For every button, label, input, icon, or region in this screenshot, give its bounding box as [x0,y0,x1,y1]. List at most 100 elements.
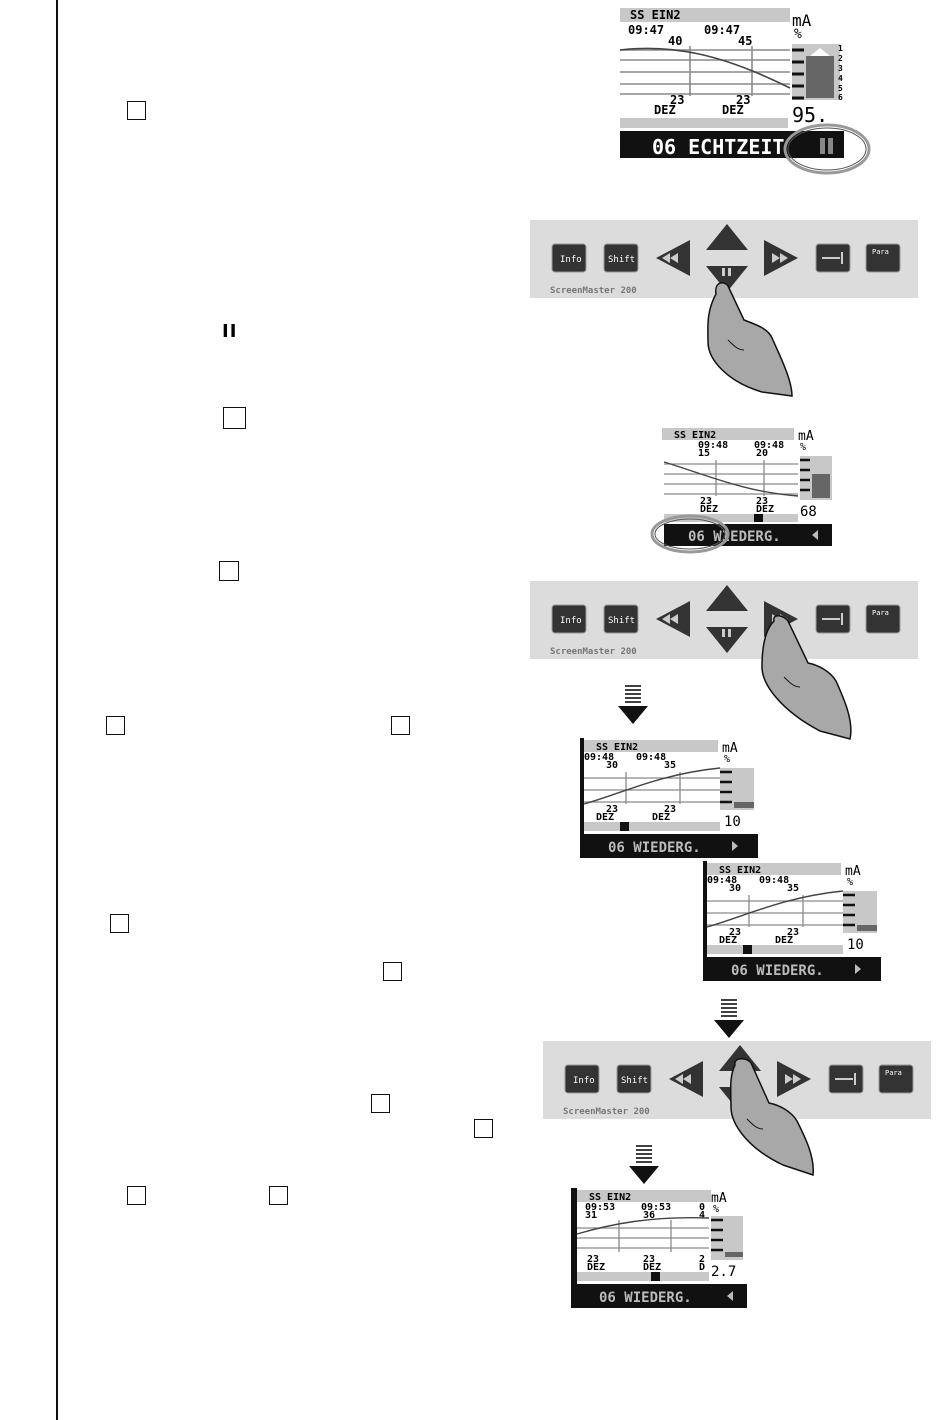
time-2: 09:47 [704,23,740,37]
svg-text:SS EIN2: SS EIN2 [674,430,716,441]
info-button[interactable] [551,243,587,273]
svg-text:Info: Info [560,255,582,265]
svg-text:15: 15 [698,448,710,459]
device-label: ScreenMaster 200 [550,286,637,296]
svg-text:09:48: 09:48 [754,440,784,451]
svg-text:31: 31 [585,1210,597,1221]
checkbox-square [106,716,125,735]
pause-icon: II [222,321,238,342]
highlight-circle [650,514,730,554]
svg-text:23: 23 [756,496,768,507]
checkbox-square [474,1119,493,1138]
pause-button[interactable] [706,266,748,292]
checkbox-square [391,716,410,735]
svg-text:Shift: Shift [608,255,635,265]
svg-text:Para: Para [885,1069,902,1077]
checkbox-square [223,407,246,429]
para-button[interactable] [865,604,901,634]
svg-text:Para: Para [872,609,889,617]
highlight-circle [783,123,871,175]
svg-text:%: % [713,1204,719,1215]
svg-text:2: 2 [699,1254,705,1265]
svg-text:mA: mA [798,429,814,444]
svg-text:09:53: 09:53 [585,1202,615,1213]
checkbox-square [219,561,239,581]
svg-text:4: 4 [838,74,843,83]
svg-text:30: 30 [606,760,618,771]
svg-text:35: 35 [787,883,799,894]
svg-text:%: % [724,754,730,765]
svg-text:1: 1 [838,44,843,53]
svg-text:6: 6 [838,93,843,102]
sec-1: 40 [668,34,682,48]
svg-text:Shift: Shift [608,616,635,626]
keypad-forward: Info Shift Para ScreenMaster 200 [530,581,918,740]
cursor-marker [754,514,763,522]
day-1: 23 [670,93,684,107]
svg-text:Shift: Shift [621,1076,648,1086]
sec-2: 45 [738,34,752,48]
svg-text:09:48: 09:48 [707,875,737,886]
value-readout: 95. [792,103,828,127]
screen-playback-4: SS EIN2 09:53 09:53 0 31 36 4 mA % 23 DE… [571,1188,747,1308]
svg-text:36: 36 [643,1210,655,1221]
svg-text:23: 23 [700,496,712,507]
day-2: 23 [736,93,750,107]
svg-text:09:48: 09:48 [636,752,666,763]
screen-realtime: SS EIN2 09:47 09:47 40 45 mA % 23 DEZ 23… [619,8,871,175]
svg-text:SS EIN2: SS EIN2 [596,742,638,753]
para-button[interactable] [878,1064,914,1094]
keypad-up: Info Shift Para ScreenMaster 200 [543,1041,931,1177]
svg-text:06 WIEDERG.: 06 WIEDERG. [599,1290,692,1306]
svg-text:SS EIN2: SS EIN2 [719,865,761,876]
svg-text:23: 23 [729,927,741,938]
device-label: ScreenMaster 200 [563,1107,650,1117]
shift-button[interactable] [603,604,639,634]
down-arrow-icon [714,999,744,1038]
percent-label: % [794,27,802,42]
up-button[interactable] [706,224,748,250]
svg-text:mA: mA [845,864,861,879]
margin-line [56,0,58,1420]
svg-text:06 WIEDERG.: 06 WIEDERG. [608,840,701,856]
svg-text:4: 4 [699,1210,705,1221]
svg-text:09:53: 09:53 [641,1202,671,1213]
checkbox-square [127,101,146,120]
hand-icon [761,615,852,740]
svg-text:2: 2 [838,54,843,63]
svg-text:DEZ: DEZ [756,504,774,515]
svg-text:06 WIEDERG.: 06 WIEDERG. [731,963,824,979]
para-button[interactable] [865,243,901,273]
shift-button[interactable] [603,243,639,273]
svg-text:23: 23 [787,927,799,938]
svg-text:DEZ: DEZ [596,812,614,823]
svg-text:mA: mA [722,741,738,756]
info-button[interactable] [564,1064,600,1094]
status-text: 06 ECHTZEIT [652,135,784,159]
info-button[interactable] [551,604,587,634]
svg-text:10: 10 [847,937,864,953]
month-1: DEZ [654,103,676,117]
checkbox-square [127,1186,146,1205]
screen-playback-2: SS EIN2 09:48 09:48 30 35 mA % 23 DEZ 23… [580,738,758,858]
shift-button[interactable] [616,1064,652,1094]
time-1: 09:47 [628,23,664,37]
svg-text:5: 5 [838,84,843,93]
svg-text:Info: Info [560,616,582,626]
keypad-pause: Info Shift Para ScreenMaster 200 [530,220,918,397]
svg-text:%: % [800,442,806,453]
device-label: ScreenMaster 200 [550,647,637,657]
svg-text:Info: Info [573,1076,595,1086]
pause-button[interactable] [706,627,748,653]
checkbox-square [110,914,129,933]
svg-text:DEZ: DEZ [587,1262,605,1273]
svg-text:23: 23 [587,1254,599,1265]
down-arrow-icon [618,685,648,724]
svg-text:09:48: 09:48 [698,440,728,451]
hand-icon [707,281,793,397]
svg-text:30: 30 [729,883,741,894]
svg-text:10: 10 [724,814,741,830]
up-button[interactable] [706,585,748,611]
checkbox-square [371,1094,390,1113]
svg-text:DEZ: DEZ [700,504,718,515]
